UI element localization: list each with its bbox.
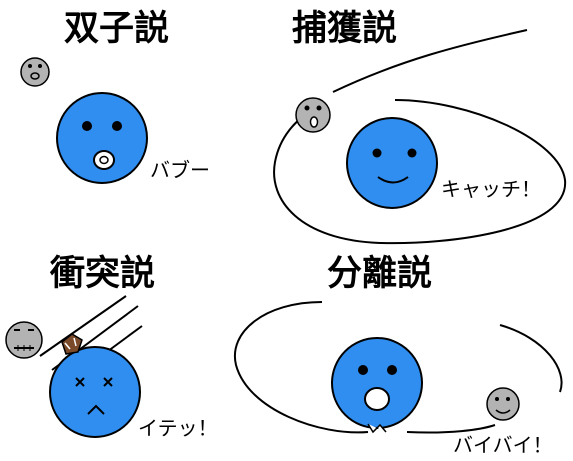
impact-title: 衝突説 bbox=[49, 254, 155, 294]
panel-twin: 双子説 バブー bbox=[20, 9, 210, 184]
fission-orbit-left bbox=[233, 301, 369, 434]
fission-caption: バイバイ！ bbox=[453, 433, 553, 457]
capture-approach-path bbox=[332, 29, 528, 93]
capture-title: 捕獲説 bbox=[292, 9, 397, 49]
capture-orbit-path bbox=[273, 99, 567, 245]
fission-orbit-right bbox=[499, 324, 563, 393]
panel-impact: 衝突説 イテッ！ bbox=[5, 254, 218, 440]
capture-moon-surprised-icon bbox=[295, 97, 331, 133]
twin-moon-baby-icon bbox=[20, 57, 50, 87]
panel-fission: 分離説 バイバイ！ bbox=[233, 254, 563, 457]
twin-title: 双子説 bbox=[64, 9, 169, 49]
impact-debris-icon bbox=[61, 333, 83, 355]
panel-capture: 捕獲説 キャッチ！ bbox=[273, 9, 567, 245]
impact-moon-grimacing-icon bbox=[5, 321, 43, 359]
twin-earth-baby-icon bbox=[56, 92, 148, 184]
twin-caption: バブー bbox=[150, 158, 210, 182]
fission-orbit-bottom bbox=[406, 424, 496, 434]
capture-caption: キャッチ！ bbox=[441, 177, 541, 201]
fission-earth-shocked-icon bbox=[331, 337, 423, 434]
fission-moon-waving-icon bbox=[486, 387, 520, 421]
capture-earth-smiling-icon bbox=[346, 117, 438, 209]
impact-earth-dazed-icon bbox=[49, 346, 141, 438]
fission-title: 分離説 bbox=[327, 254, 432, 294]
impact-caption: イテッ！ bbox=[138, 416, 218, 440]
